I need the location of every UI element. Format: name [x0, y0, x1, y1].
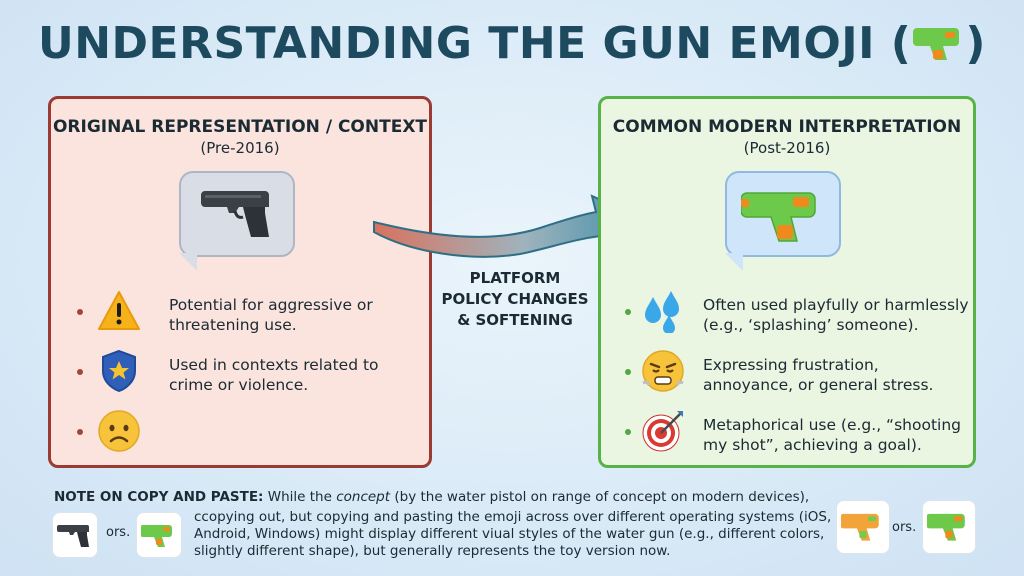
right-item-1-text: Often used playfully or harmlessly (e.g.… — [703, 296, 969, 334]
platform-policy-label: PLATFORM POLICY CHANGES & SOFTENING — [432, 268, 598, 331]
left-panel-title: ORIGINAL REPRESENTATION / CONTEXT — [52, 117, 428, 137]
water-gun-tile-left — [136, 512, 182, 558]
water-gun-variant-icon — [841, 513, 879, 541]
bullet-dot — [625, 429, 631, 435]
page-title: UNDERSTANDING THE GUN EMOJI ( ) — [0, 18, 1024, 69]
title-close: ) — [965, 18, 987, 69]
note-label: NOTE ON COPY AND PASTE: — [54, 489, 264, 505]
note-line1-a: While the — [267, 489, 332, 505]
target-icon — [642, 411, 683, 452]
title-text: UNDERSTANDING THE GUN EMOJI ( — [37, 18, 912, 69]
ors-left: ors. — [106, 525, 131, 540]
left-item-2-text: Used in contexts related to crime or vio… — [169, 356, 379, 394]
sad-face-icon — [98, 410, 140, 452]
bullet-dot — [625, 369, 631, 375]
note-line1-b: (by the water pistol on range of concept… — [394, 489, 810, 505]
left-item-1-text: Potential for aggressive or threatening … — [169, 296, 373, 334]
frustrated-face-icon — [642, 350, 684, 392]
bullet-dot — [625, 309, 631, 315]
pistol-speech-bubble — [179, 171, 295, 271]
right-item-2-text: Expressing frustration, annoyance, or ge… — [703, 356, 934, 394]
right-panel-subtitle: (Post-2016) — [743, 139, 831, 157]
center-label-line-3: & SOFTENING — [457, 311, 573, 329]
pistol-icon — [57, 525, 89, 547]
right-item-3-text: Metaphorical use (e.g., “shooting my sho… — [703, 416, 961, 454]
center-label-line-1: PLATFORM — [469, 269, 561, 287]
bullet-dot — [77, 429, 83, 435]
water-drops-icon — [645, 291, 679, 333]
right-panel-title: COMMON MODERN INTERPRETATION — [612, 117, 962, 137]
water-gun-tile-right — [922, 500, 976, 554]
modern-interpretation-panel: COMMON MODERN INTERPRETATION (Post-2016)… — [598, 96, 976, 468]
original-context-panel: ORIGINAL REPRESENTATION / CONTEXT (Pre-2… — [48, 96, 432, 468]
water-gun-icon — [913, 28, 960, 60]
center-label-line-2: POLICY CHANGES — [441, 290, 589, 308]
left-panel-subtitle: (Pre-2016) — [200, 139, 280, 157]
bullet-dot — [77, 369, 83, 375]
police-badge-icon — [102, 349, 136, 393]
pistol-tile — [52, 512, 98, 558]
warning-icon — [98, 291, 140, 330]
water-gun-speech-bubble — [725, 171, 841, 271]
ors-right: ors. — [892, 520, 917, 535]
pistol-icon — [201, 191, 269, 237]
copy-paste-note: NOTE ON COPY AND PASTE: While the concep… — [54, 489, 844, 559]
note-line2: ccopying out, but copying and pasting th… — [194, 509, 832, 559]
water-gun-icon — [741, 192, 816, 242]
water-gun-icon — [927, 513, 965, 541]
water-gun-tile-orange — [836, 500, 890, 554]
note-line1-concept: concept — [336, 489, 391, 505]
bullet-dot — [77, 309, 83, 315]
water-gun-icon — [141, 525, 172, 547]
